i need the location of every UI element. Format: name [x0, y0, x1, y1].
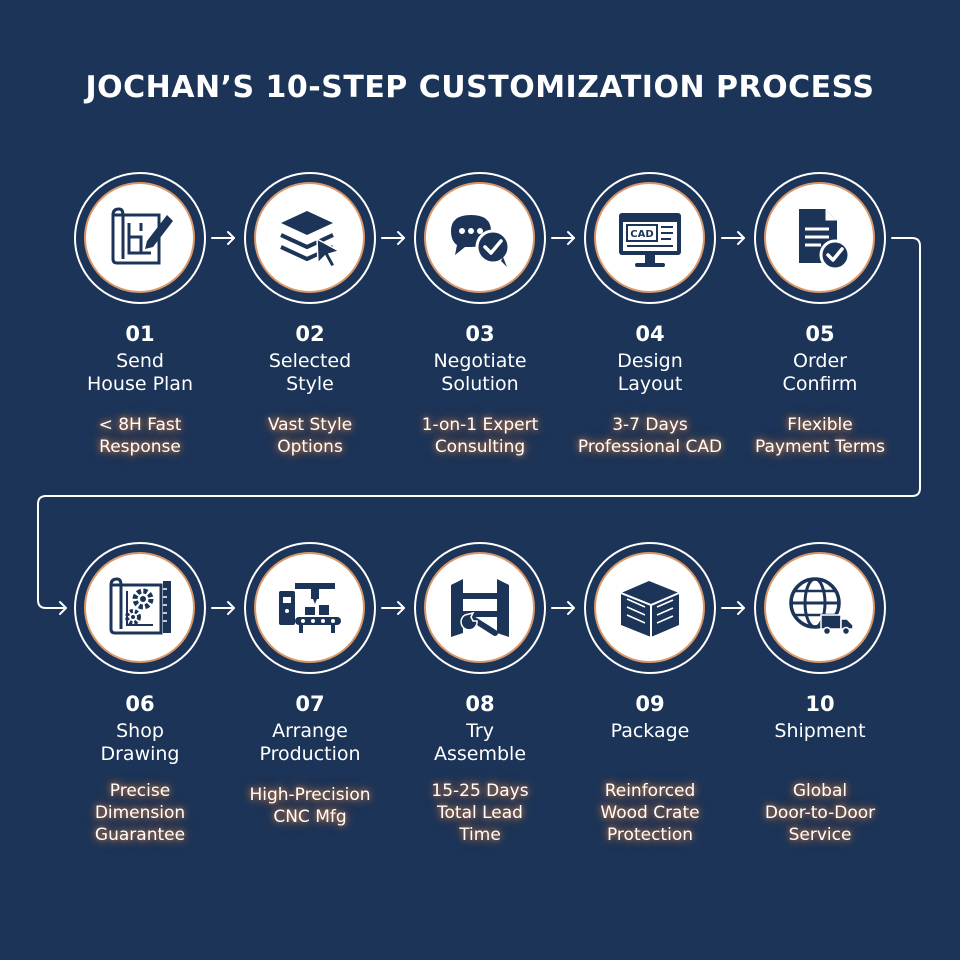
step-09-name: Package: [610, 720, 690, 742]
step-01-number: 01: [125, 322, 155, 346]
step-02: 02 Selected Style Vast Style Options: [225, 172, 395, 457]
cnc-machine-icon: [278, 582, 341, 633]
step-07-number: 07: [295, 692, 325, 716]
step-06-name: Shop Drawing: [100, 720, 180, 765]
step-06-ring: [74, 542, 206, 674]
step-09: 09 Package Reinforced Wood Crate Protect…: [565, 542, 735, 845]
step-08-desc: 15-25 Days Total Lead Time: [431, 781, 529, 845]
step-08-ring: [414, 542, 546, 674]
frame-wrench-icon: [450, 578, 509, 637]
step-10-name: Shipment: [774, 720, 866, 742]
step-04-desc: 3-7 Days Professional CAD: [577, 415, 723, 457]
step-08: 08 Try Assemble 15-25 Days Total Lead Ti…: [395, 542, 565, 845]
step-01: 01 Send House Plan < 8H Fast Response: [55, 172, 225, 457]
step-05-number: 05: [805, 322, 835, 346]
step-03-name: Negotiate Solution: [433, 350, 527, 395]
step-01-desc: < 8H Fast Response: [98, 415, 182, 457]
step-07: 07 Arrange Production High-Precision CNC…: [225, 542, 395, 827]
step-02-number: 02: [295, 322, 325, 346]
step-03-desc: 1-on-1 Expert Consulting: [421, 415, 539, 457]
step-04-ring: CAD: [584, 172, 716, 304]
layers-cursor-icon: [279, 210, 341, 268]
step-02-ring: [244, 172, 376, 304]
blueprint-gears-icon: [109, 576, 171, 634]
step-08-number: 08: [465, 692, 495, 716]
step-07-desc: High-Precision CNC Mfg: [249, 785, 371, 827]
step-06-number: 06: [125, 692, 155, 716]
step-09-ring: [584, 542, 716, 674]
cad-monitor-icon: CAD: [618, 212, 681, 267]
step-04: CAD 04 Design Layout 3-7 Days Profession…: [565, 172, 735, 457]
step-02-name: Selected Style: [268, 350, 352, 395]
step-07-name: Arrange Production: [259, 720, 361, 765]
step-07-ring: [244, 542, 376, 674]
globe-truck-icon: [788, 576, 854, 635]
step-04-number: 04: [635, 322, 665, 346]
step-01-name: Send House Plan: [86, 350, 193, 395]
chat-check-icon: [450, 214, 510, 267]
step-09-desc: Reinforced Wood Crate Protection: [600, 781, 700, 845]
step-05-name: Order Confirm: [782, 350, 858, 395]
step-08-name: Try Assemble: [433, 720, 527, 765]
step-04-name: Design Layout: [617, 350, 683, 395]
step-05-ring: [754, 172, 886, 304]
step-03-ring: [414, 172, 546, 304]
page-title: JOCHAN’S 10-STEP CUSTOMIZATION PROCESS: [85, 70, 875, 105]
document-check-icon: [798, 208, 850, 270]
step-06: 06 Shop Drawing Precise Dimension Guaran…: [55, 542, 225, 845]
step-05-desc: Flexible Payment Terms: [755, 415, 885, 457]
step-10-desc: Global Door-to-Door Service: [764, 781, 876, 845]
step-01-ring: [74, 172, 206, 304]
step-02-desc: Vast Style Options: [267, 415, 353, 457]
step-10-number: 10: [805, 692, 835, 716]
step-03: 03 Negotiate Solution 1-on-1 Expert Cons…: [395, 172, 565, 457]
step-05: 05 Order Confirm Flexible Payment Terms: [735, 172, 905, 457]
step-10: 10 Shipment Global Door-to-Door Service: [735, 542, 905, 845]
step-10-ring: [754, 542, 886, 674]
step-09-number: 09: [635, 692, 665, 716]
blueprint-pencil-icon: [111, 206, 173, 264]
cad-label: CAD: [630, 229, 653, 240]
step-03-number: 03: [465, 322, 495, 346]
step-06-desc: Precise Dimension Guarantee: [94, 781, 186, 845]
wood-crate-icon: [620, 580, 679, 637]
